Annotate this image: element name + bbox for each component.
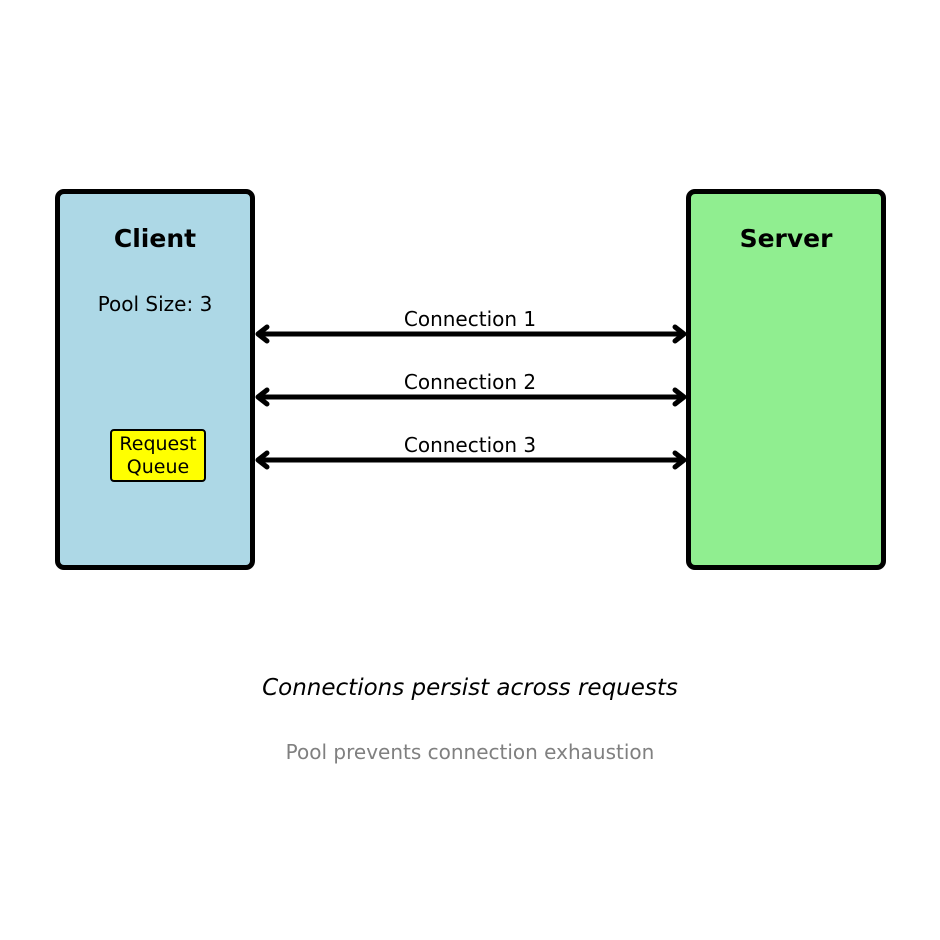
server-box: Server bbox=[686, 189, 886, 570]
request-queue-box: Request Queue bbox=[110, 429, 206, 482]
request-queue-label-line2: Queue bbox=[126, 455, 190, 478]
connection-1-label: Connection 1 bbox=[403, 307, 537, 331]
server-title: Server bbox=[739, 224, 833, 253]
caption: Connections persist across requests bbox=[262, 675, 678, 701]
subcaption: Pool prevents connection exhaustion bbox=[285, 740, 655, 764]
connection-3-label: Connection 3 bbox=[403, 433, 537, 457]
pool-size-label: Pool Size: 3 bbox=[97, 292, 213, 316]
request-queue-label-line1: Request bbox=[119, 432, 197, 455]
client-title: Client bbox=[113, 224, 197, 253]
connection-arrow-1 bbox=[255, 324, 687, 344]
client-box: Client Pool Size: 3 Request Queue bbox=[55, 189, 255, 570]
connection-arrow-2 bbox=[255, 387, 687, 407]
connection-2-label: Connection 2 bbox=[403, 370, 537, 394]
connection-arrow-3 bbox=[255, 450, 687, 470]
